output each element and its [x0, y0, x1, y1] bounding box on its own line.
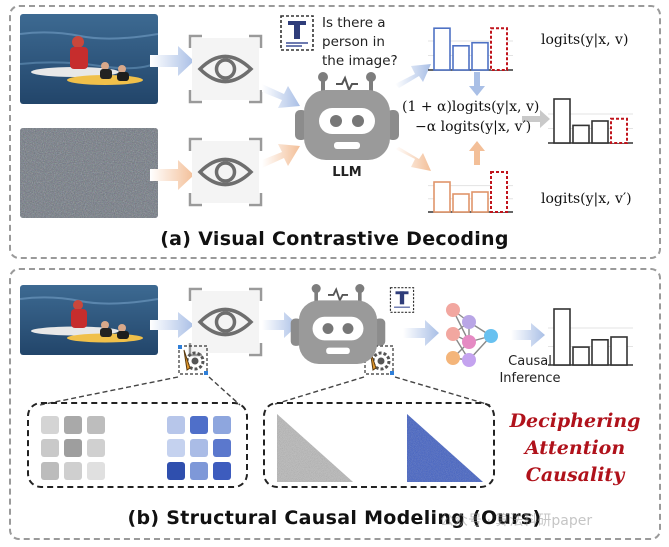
question-text: Is there a person in the image? — [322, 15, 398, 69]
arrow-llm-to-graph — [403, 320, 439, 346]
attention-cell — [213, 439, 231, 457]
arrow-eye-to-llm — [262, 84, 300, 108]
llm-robot-icon — [292, 70, 402, 162]
text-document-icon — [279, 14, 315, 52]
attention-gear-icon — [177, 344, 209, 376]
clean-photo — [20, 285, 158, 355]
chart-bar — [452, 193, 470, 213]
chart-bar — [572, 124, 590, 144]
attention-cell — [167, 462, 185, 480]
arrow-down-to-formula — [469, 72, 485, 96]
blue-logits-chart — [428, 27, 513, 71]
chart-bar — [591, 120, 609, 144]
arrow-llm-to-chart — [395, 64, 431, 88]
blue-attention-map — [407, 414, 483, 482]
logits-label-top: logits(y|x, v) — [541, 32, 629, 48]
arrow-llm-to-chart — [395, 147, 431, 171]
text-document-icon — [389, 286, 415, 314]
llm-robot-icon — [288, 282, 388, 366]
attention-cell — [64, 462, 82, 480]
chart-bar — [490, 171, 508, 213]
attention-cell — [64, 439, 82, 457]
arrow-clean-to-eye — [150, 46, 194, 76]
causal-inference-label: Causal Inference — [499, 354, 561, 386]
attention-cell — [87, 462, 105, 480]
eye-icon — [188, 34, 263, 104]
chart-bar — [610, 117, 628, 144]
chart-bar — [471, 191, 489, 213]
attention-cell — [190, 462, 208, 480]
arrow-graph-to-chart — [511, 323, 545, 347]
attention-cell — [213, 462, 231, 480]
formula-line-2: −α logits(y|x, v′) — [415, 119, 532, 135]
attention-cell — [190, 416, 208, 434]
blue-attention-grid — [167, 416, 233, 482]
attention-map-zoom — [263, 402, 495, 488]
panel-a — [9, 5, 661, 259]
chart-bar — [490, 27, 508, 71]
eye-icon — [188, 287, 263, 357]
attention-cell — [87, 416, 105, 434]
chart-bar — [433, 181, 451, 213]
attention-cell — [41, 439, 59, 457]
chart-bar — [572, 346, 590, 366]
attention-cell — [167, 416, 185, 434]
attention-grid-zoom — [27, 402, 248, 488]
arrow-noisy-to-eye — [150, 160, 194, 190]
arrow-eye-to-llm — [262, 312, 298, 338]
attention-cell — [41, 462, 59, 480]
attention-cell — [167, 439, 185, 457]
orange-logits-chart — [428, 171, 513, 213]
formula-line-1: (1 + α)logits(y|x, v) — [402, 99, 540, 115]
highlight-text: Deciphering Attention Causality — [505, 408, 645, 489]
chart-bar — [553, 98, 571, 144]
gray-attention-map — [277, 414, 353, 482]
logits-label-bottom: logits(y|x, v′) — [541, 191, 632, 207]
contrastive-logits-chart — [548, 98, 633, 144]
attention-cell — [213, 416, 231, 434]
chart-bar — [452, 44, 470, 71]
attention-cell — [190, 439, 208, 457]
chart-bar — [553, 308, 571, 366]
chart-bar — [610, 336, 628, 366]
caption-a: (a) Visual Contrastive Decoding — [160, 228, 509, 250]
llm-label: LLM — [332, 165, 362, 180]
watermark: 公众号 · 算法科研paper — [440, 513, 593, 529]
highlight-line: Causality — [525, 464, 625, 486]
attention-cell — [64, 416, 82, 434]
chart-bar — [471, 41, 489, 71]
chart-bar — [591, 338, 609, 366]
highlight-line: Deciphering — [509, 410, 641, 432]
arrow-eye-to-llm — [262, 144, 300, 168]
arrow-up-to-formula — [469, 141, 485, 165]
gray-attention-grid — [41, 416, 107, 482]
eye-icon — [188, 137, 263, 207]
causal-logits-chart — [548, 308, 633, 366]
highlight-line: Attention — [524, 437, 626, 459]
arrow-formula-to-chart — [522, 110, 550, 128]
panel-b — [9, 268, 661, 540]
noisy-photo — [20, 128, 158, 218]
attention-cell — [87, 439, 105, 457]
caption-b: (b) Structural Causal Modeling (Ours) — [127, 507, 542, 529]
causal-graph-icon — [437, 300, 507, 370]
clean-photo — [20, 14, 158, 104]
attention-cell — [41, 416, 59, 434]
chart-bar — [433, 27, 451, 71]
arrow-photo-to-eye — [150, 312, 194, 338]
